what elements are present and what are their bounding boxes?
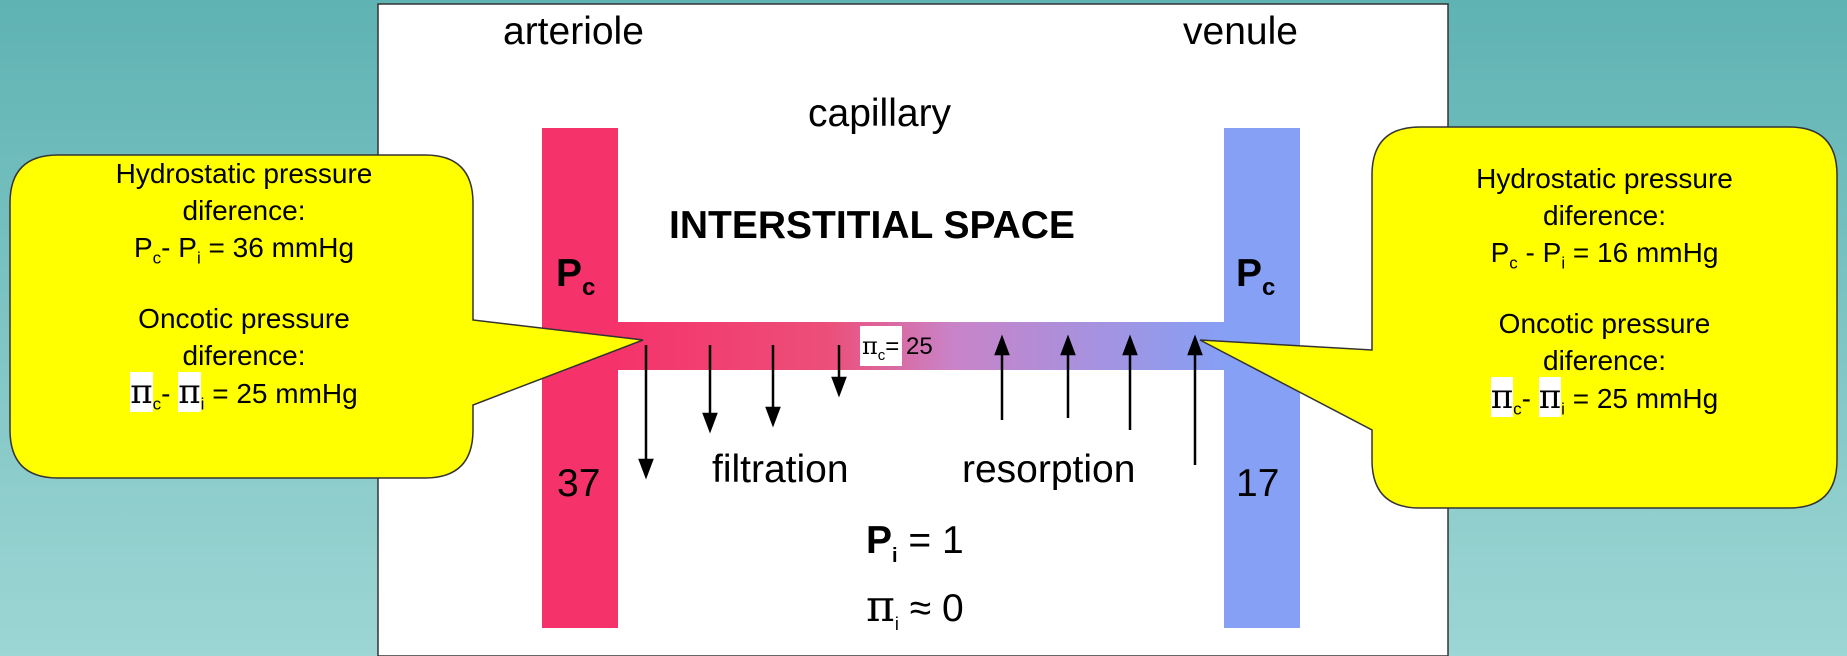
eq-sub-i: i: [196, 248, 201, 268]
pi-c-label-box: [860, 326, 902, 366]
interstitial-space-label: INTERSTITIAL SPACE: [669, 204, 1075, 247]
venule-label: venule: [1183, 10, 1298, 53]
interstitial-oncotic-label: πi ≈ 0: [866, 585, 964, 633]
pi-dash: -: [161, 378, 171, 409]
venule-pc-label: Pc: [1236, 254, 1275, 300]
callout-right-spacer: [1377, 271, 1832, 305]
eq-p: P: [1490, 237, 1510, 268]
callout-right-line2: diference:: [1543, 200, 1666, 231]
eq-value: = 16 mmHg: [1565, 237, 1719, 268]
pi-interstitial-value: = 1: [908, 519, 964, 562]
pi-sub-i: i: [1561, 399, 1565, 419]
callout-left-line5: diference:: [182, 340, 306, 371]
arteriole-label: arteriole: [503, 10, 644, 53]
pi-interstitial-subscript: i: [892, 544, 898, 567]
callout-left-oncotic-equation: πc- πi = 25 mmHg: [20, 372, 468, 414]
callout-right-text: Hydrostatic pressure diference: Pc - Pi …: [1377, 160, 1832, 419]
eq-sub-i: i: [1561, 253, 1566, 273]
resorption-label: resorption: [962, 448, 1136, 491]
callout-right-line5: diference:: [1543, 345, 1666, 376]
callout-left-line2: diference:: [182, 195, 306, 226]
eq-value: = 36 mmHg: [200, 232, 355, 263]
resorption-arrows: [994, 334, 1203, 465]
capillary-oncotic-label: πc= 25: [862, 334, 933, 363]
pi-interstitial-symbol: P: [866, 519, 893, 562]
pi-value: = 25 mmHg: [1572, 383, 1719, 414]
callout-right-line1: Hydrostatic pressure: [1476, 163, 1733, 194]
arteriole-pressure-value: 37: [557, 462, 601, 505]
callout-left-hydrostatic-equation: Pc- Pi = 36 mmHg: [20, 229, 468, 268]
callout-left-line1: Hydrostatic pressure: [115, 158, 373, 189]
eq-dash: - P: [1517, 237, 1562, 268]
filtration-label: filtration: [712, 448, 849, 491]
pi-2: π: [1538, 377, 1562, 417]
eq-sub-c: c: [152, 248, 162, 268]
pc-subscript: c: [1262, 273, 1276, 301]
oncotic-interstitial-value: ≈ 0: [909, 587, 964, 630]
eq-p: P: [133, 232, 153, 263]
arteriole-pc-label: Pc: [556, 254, 595, 300]
callout-right-hydrostatic-equation: Pc - Pi = 16 mmHg: [1377, 234, 1832, 273]
pi-symbol: π: [862, 332, 878, 360]
pc-symbol: P: [556, 252, 583, 295]
oncotic-interstitial-symbol: π: [866, 581, 895, 632]
eq-dash: - P: [161, 232, 197, 263]
pi-dash: -: [1521, 383, 1531, 414]
callout-right-oncotic-equation: πc- πi = 25 mmHg: [1377, 377, 1832, 419]
pc-symbol: P: [1236, 252, 1263, 295]
callout-left-line4: Oncotic pressure: [138, 303, 350, 334]
callout-right-line4: Oncotic pressure: [1498, 308, 1711, 339]
pc-subscript: c: [582, 273, 596, 301]
pi-c-value: = 25: [885, 333, 933, 360]
pi-value: = 25 mmHg: [212, 378, 358, 409]
pi-sub-c: c: [1513, 399, 1522, 419]
pi-sub-c: c: [152, 394, 162, 414]
callout-right-bubble: [1199, 126, 1838, 509]
callout-left-spacer: [20, 266, 468, 300]
callout-left-bubble: [9, 154, 644, 479]
oncotic-interstitial-subscript: i: [894, 613, 899, 634]
pi-1: π: [1490, 377, 1514, 417]
capillary-label: capillary: [808, 92, 952, 135]
pi-sub-i: i: [200, 394, 205, 414]
filtration-arrows: [638, 345, 847, 480]
eq-sub-c: c: [1509, 253, 1518, 273]
callout-left-text: Hydrostatic pressure diference: Pc- Pi =…: [20, 155, 468, 414]
interstitial-hydrostatic-label: Pi = 1: [866, 521, 964, 566]
arteriole-vessel: [542, 128, 618, 628]
pi-1: π: [130, 372, 153, 412]
venule-pressure-value: 17: [1236, 462, 1280, 505]
pi-2: π: [178, 372, 201, 412]
pi-subscript: c: [877, 346, 886, 364]
